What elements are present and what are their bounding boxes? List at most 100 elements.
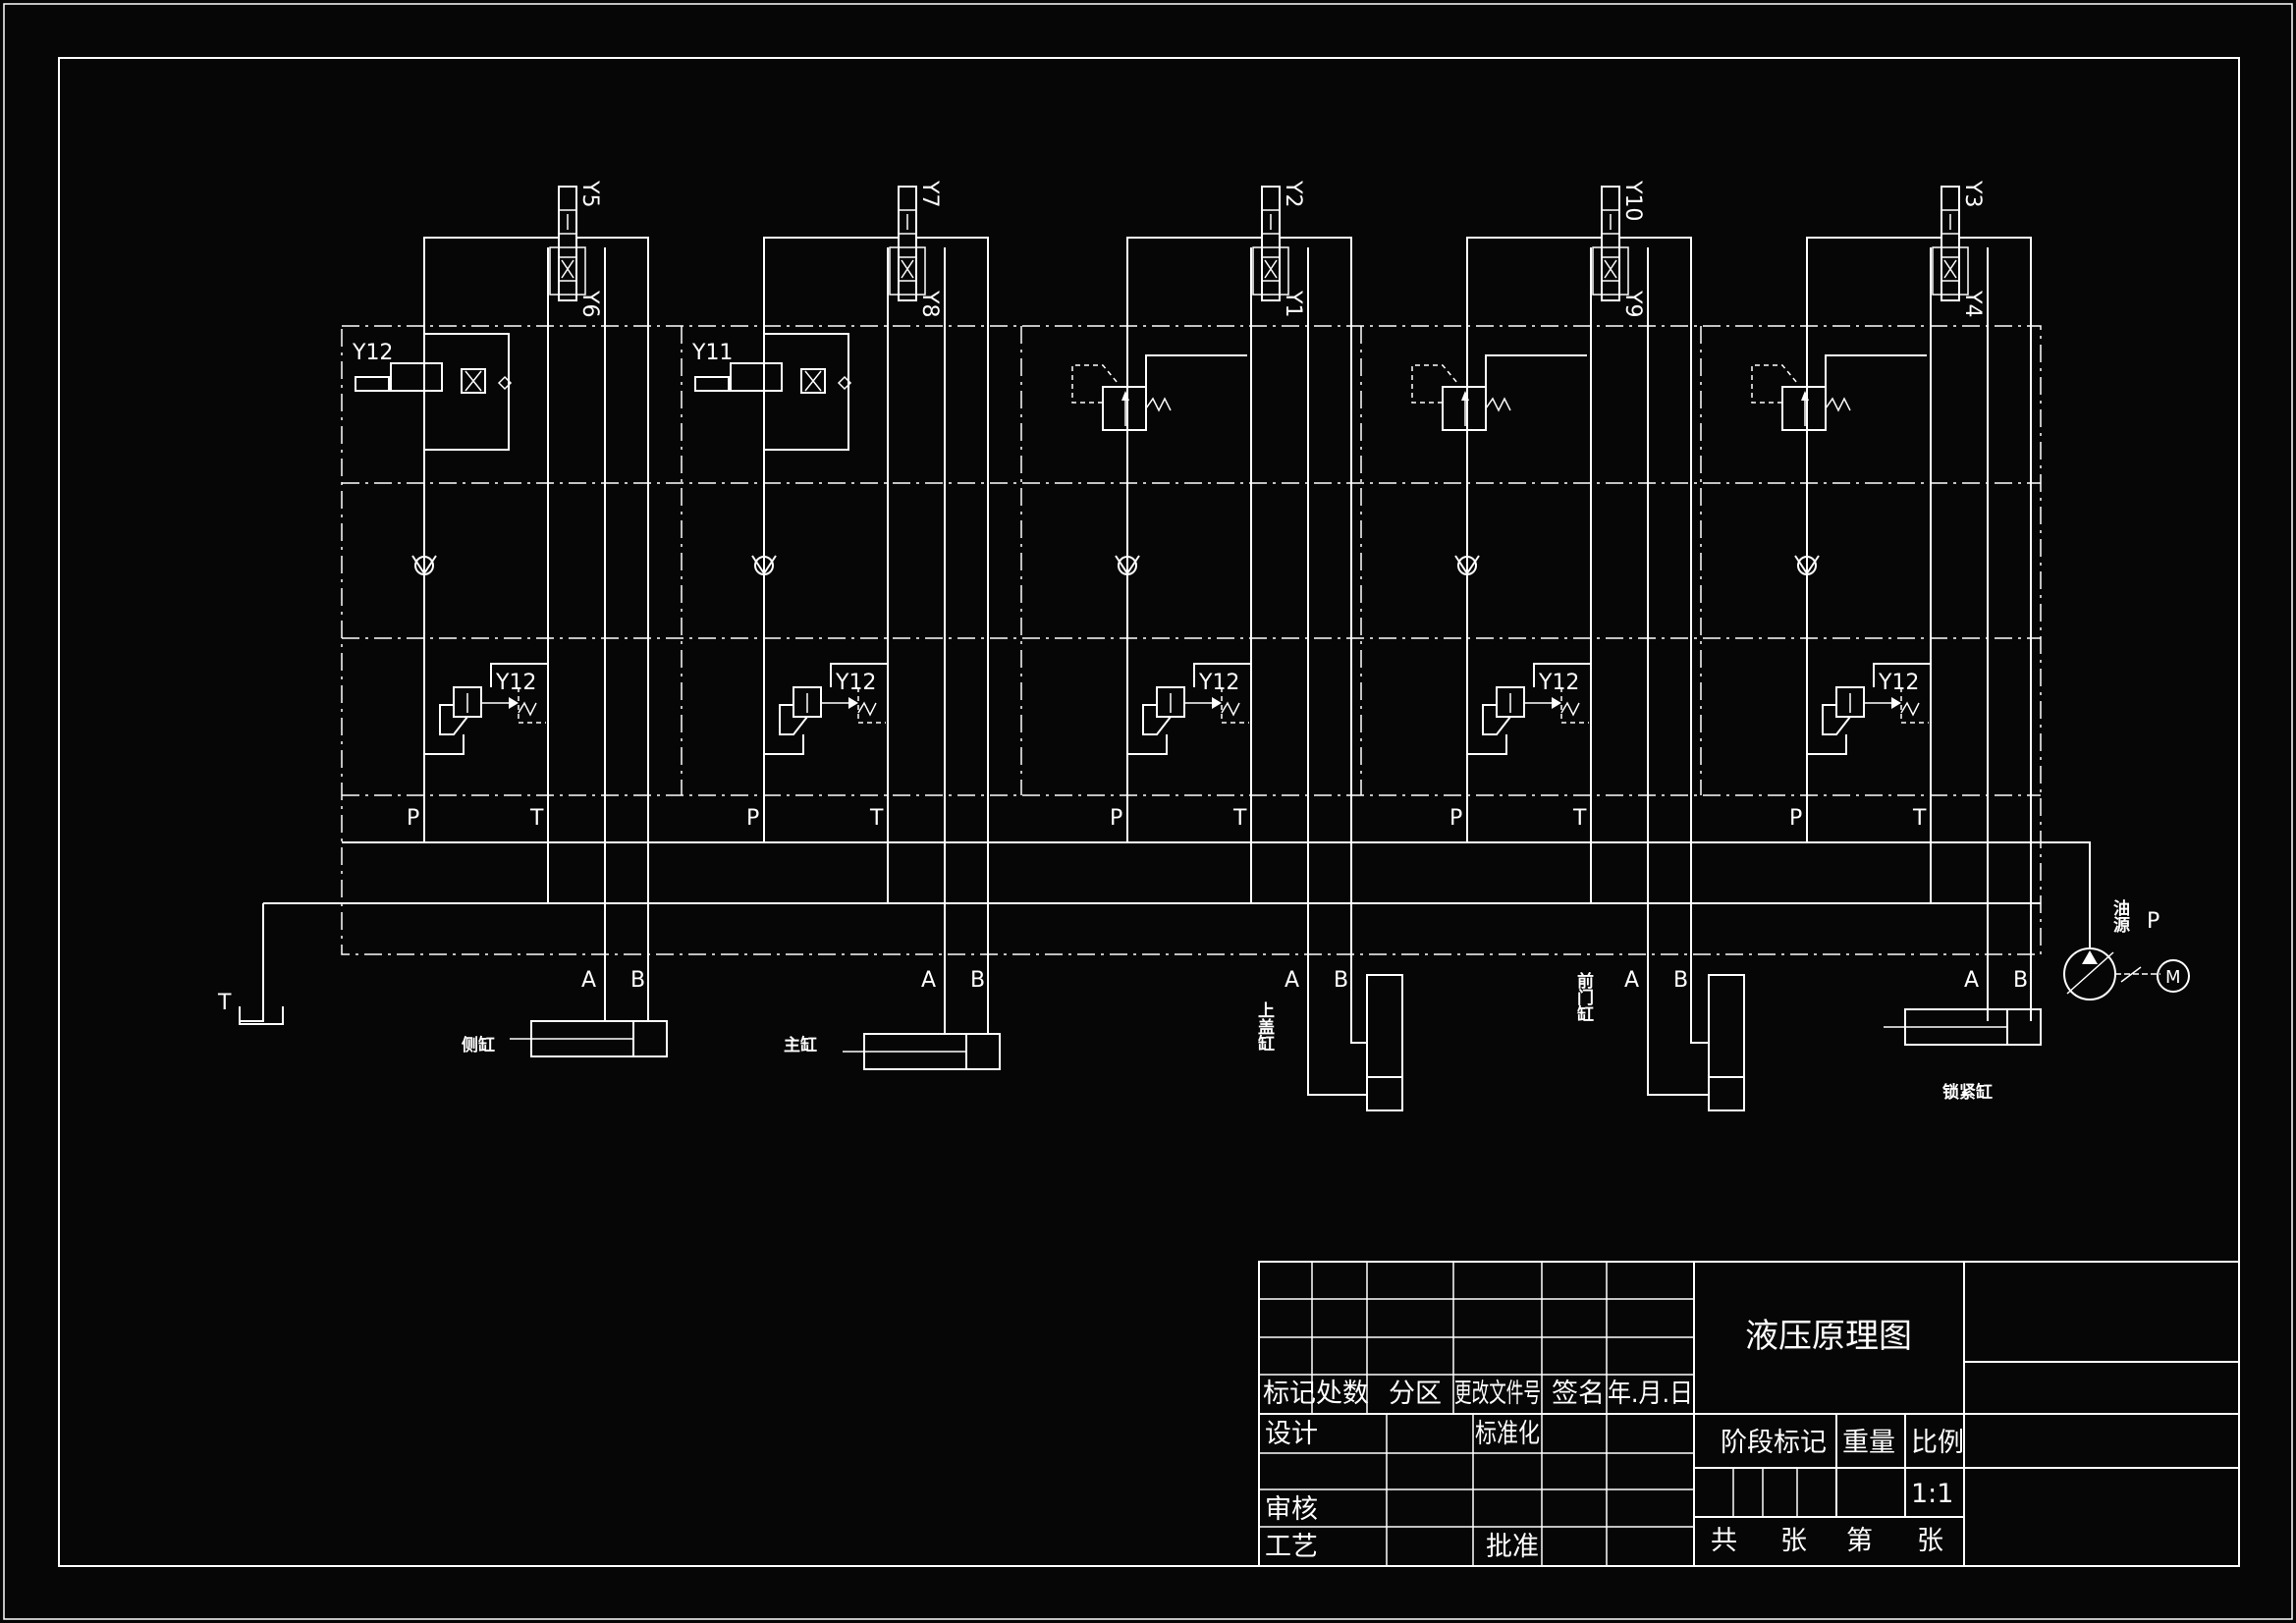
- sheet-number-unit: 张: [1917, 1526, 1943, 1556]
- hydraulic-cylinder-icon: [1884, 1008, 2042, 1046]
- process-label: 工艺: [1265, 1532, 1318, 1562]
- directional-valve: [889, 186, 926, 301]
- a-port-label: A: [1624, 968, 1639, 993]
- relief-solenoid-label: Y12: [835, 671, 876, 695]
- b-port-label: B: [1334, 968, 1348, 993]
- hydraulic-cylinder-icon: [1307, 974, 1403, 1111]
- solenoid-valve: [355, 333, 513, 451]
- bottom-solenoid-label: Y1: [1281, 290, 1305, 317]
- relief-valve-icon: [1751, 354, 1927, 431]
- cylinder-label: 侧缸: [462, 1035, 495, 1055]
- standardization-label: 标准化: [1475, 1419, 1540, 1449]
- bottom-solenoid-label: Y4: [1960, 290, 1985, 317]
- bottom-solenoid-label: Y8: [917, 290, 942, 317]
- p-port-label: P: [1110, 806, 1122, 831]
- header-date: 年.月.日: [1608, 1379, 1693, 1409]
- top-solenoid-label: Y5: [577, 180, 602, 207]
- a-port-label: A: [581, 968, 596, 993]
- top-solenoid-label: Y2: [1281, 180, 1305, 207]
- t-port-label: T: [529, 806, 544, 831]
- relief-valve-icon: [1071, 354, 1247, 431]
- directional-valve: [549, 186, 586, 301]
- power-source-label: 油源: [2109, 898, 2130, 934]
- cylinder-label: 主缸: [784, 1035, 817, 1055]
- hydraulic-pump: [2063, 913, 2190, 1001]
- b-port-label: B: [2013, 968, 2028, 993]
- check-valve-icon: [751, 555, 777, 575]
- p-port-label: P: [1789, 806, 1802, 831]
- design-label: 设计: [1265, 1419, 1318, 1449]
- inner-border: [58, 57, 2240, 1567]
- cylinder-label: 锁紧缸: [1942, 1082, 1993, 1103]
- sheet-number-label: 第: [1846, 1526, 1873, 1556]
- sheets-total-unit: 张: [1780, 1526, 1807, 1556]
- pressure-valve-icon: [424, 663, 548, 755]
- t-port-label: T: [1912, 806, 1927, 831]
- relief-solenoid-label: Y12: [1538, 671, 1579, 695]
- p-port-label: P: [407, 806, 419, 831]
- motor-label: M: [2165, 967, 2181, 988]
- hydraulic-cylinder-icon: [843, 1021, 1001, 1070]
- approval-label: 批准: [1486, 1532, 1539, 1562]
- directional-valve: [1932, 186, 1969, 301]
- t-port-label: T: [869, 806, 884, 831]
- bottom-solenoid-label: Y9: [1620, 290, 1645, 317]
- top-solenoid-label: Y3: [1960, 180, 1985, 207]
- header-change-doc: 更改文件号: [1454, 1379, 1541, 1409]
- top-solenoid-label: Y7: [917, 180, 942, 207]
- hydraulic-cylinder-icon: [510, 1020, 668, 1057]
- valve-solenoid-label: Y11: [691, 341, 733, 365]
- sheets-total-label: 共: [1711, 1526, 1737, 1556]
- check-valve-icon: [1454, 555, 1480, 575]
- directional-valve: [1252, 186, 1289, 301]
- relief-solenoid-label: Y12: [1198, 671, 1239, 695]
- check-valve-icon: [411, 555, 437, 575]
- outer-border: [3, 3, 2293, 1620]
- a-port-label: A: [1285, 968, 1299, 993]
- header-signature: 签名: [1552, 1379, 1605, 1409]
- t-port-label: T: [1232, 806, 1247, 831]
- drawing-title: 液压原理图: [1745, 1317, 1912, 1356]
- a-port-label: A: [1964, 968, 1979, 993]
- b-port-label: B: [970, 968, 985, 993]
- relief-solenoid-label: Y12: [1878, 671, 1919, 695]
- check-valve-icon: [1115, 555, 1140, 575]
- valve-manifold: [341, 325, 2042, 955]
- cylinder-label: 上盖缸: [1254, 1001, 1275, 1052]
- pressure-valve-icon: [1127, 663, 1251, 755]
- motor-icon: [2157, 959, 2190, 993]
- pressure-valve-icon: [1467, 663, 1591, 755]
- header-mark: 标记: [1263, 1379, 1316, 1409]
- valve-solenoid-label: Y12: [352, 341, 393, 365]
- relief-solenoid-label: Y12: [495, 671, 536, 695]
- check-valve-icon: [1794, 555, 1820, 575]
- weight-label: 重量: [1842, 1428, 1895, 1458]
- scale-value: 1:1: [1911, 1479, 1953, 1509]
- directional-valve: [1592, 186, 1629, 301]
- pressure-valve-icon: [1807, 663, 1931, 755]
- scale-label: 比例: [1911, 1428, 1964, 1458]
- title-block: [1258, 1261, 2240, 1567]
- p-port-label: P: [1449, 806, 1462, 831]
- hydraulic-cylinder-icon: [1647, 974, 1745, 1111]
- solenoid-valve: [694, 333, 852, 451]
- stage-mark-label: 阶段标记: [1721, 1428, 1827, 1458]
- t-port-label: T: [1572, 806, 1587, 831]
- bottom-solenoid-label: Y6: [577, 290, 602, 317]
- review-label: 审核: [1265, 1494, 1318, 1525]
- cylinder-label: 前门缸: [1573, 971, 1594, 1022]
- p-port-label: P: [746, 806, 759, 831]
- top-solenoid-label: Y10: [1620, 180, 1645, 221]
- b-port-label: B: [630, 968, 645, 993]
- header-count: 处数: [1316, 1379, 1369, 1409]
- pressure-valve-icon: [764, 663, 888, 755]
- power-port-label: P: [2147, 909, 2159, 934]
- relief-valve-icon: [1411, 354, 1587, 431]
- main-galleries: [239, 841, 2091, 1025]
